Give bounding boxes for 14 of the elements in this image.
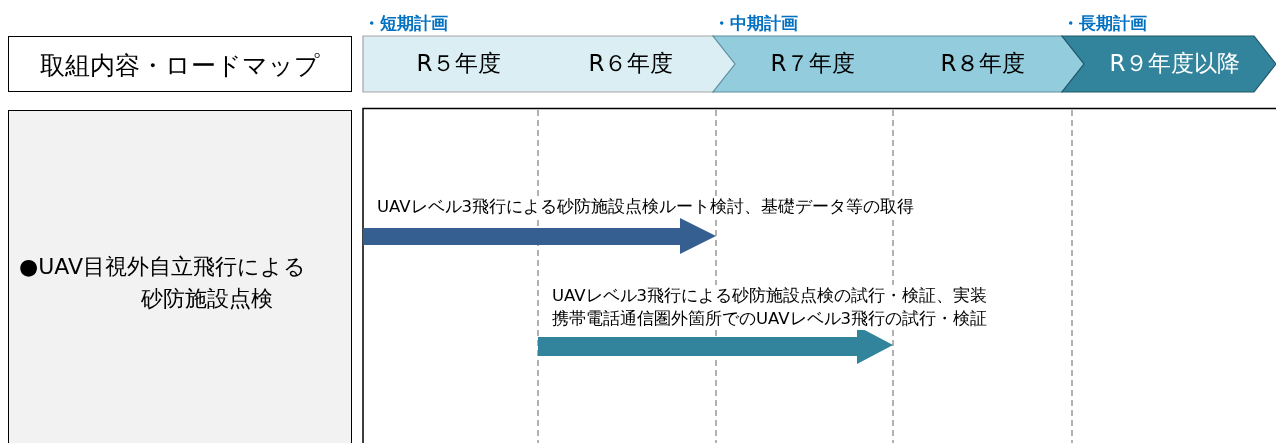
year-label: R９年度以降 [1109,49,1241,78]
task-text: 携帯電話通信圏外箇所でのUAVレベル3飛行の試行・検証 [552,308,988,330]
year-label: R６年度 [588,49,674,78]
year-label: R８年度 [940,49,1026,78]
phase-heading: ・長期計画 [1062,12,1147,35]
phase-heading: ・短期計画 [363,12,448,35]
header-box [8,36,352,92]
header-text: 取組内容・ロードマップ [39,50,321,82]
year-label: R５年度 [416,49,502,78]
year-label: R７年度 [770,49,856,78]
phase-heading: ・中期計画 [713,12,798,35]
task-text: UAVレベル3飛行による砂防施設点検の試行・検証、実装 [552,285,988,307]
item-text: ●UAV目視外自立飛行による砂防施設点検 [19,253,307,313]
task-text: UAVレベル3飛行による砂防施設点検ルート検討、基礎データ等の取得 [377,196,915,218]
